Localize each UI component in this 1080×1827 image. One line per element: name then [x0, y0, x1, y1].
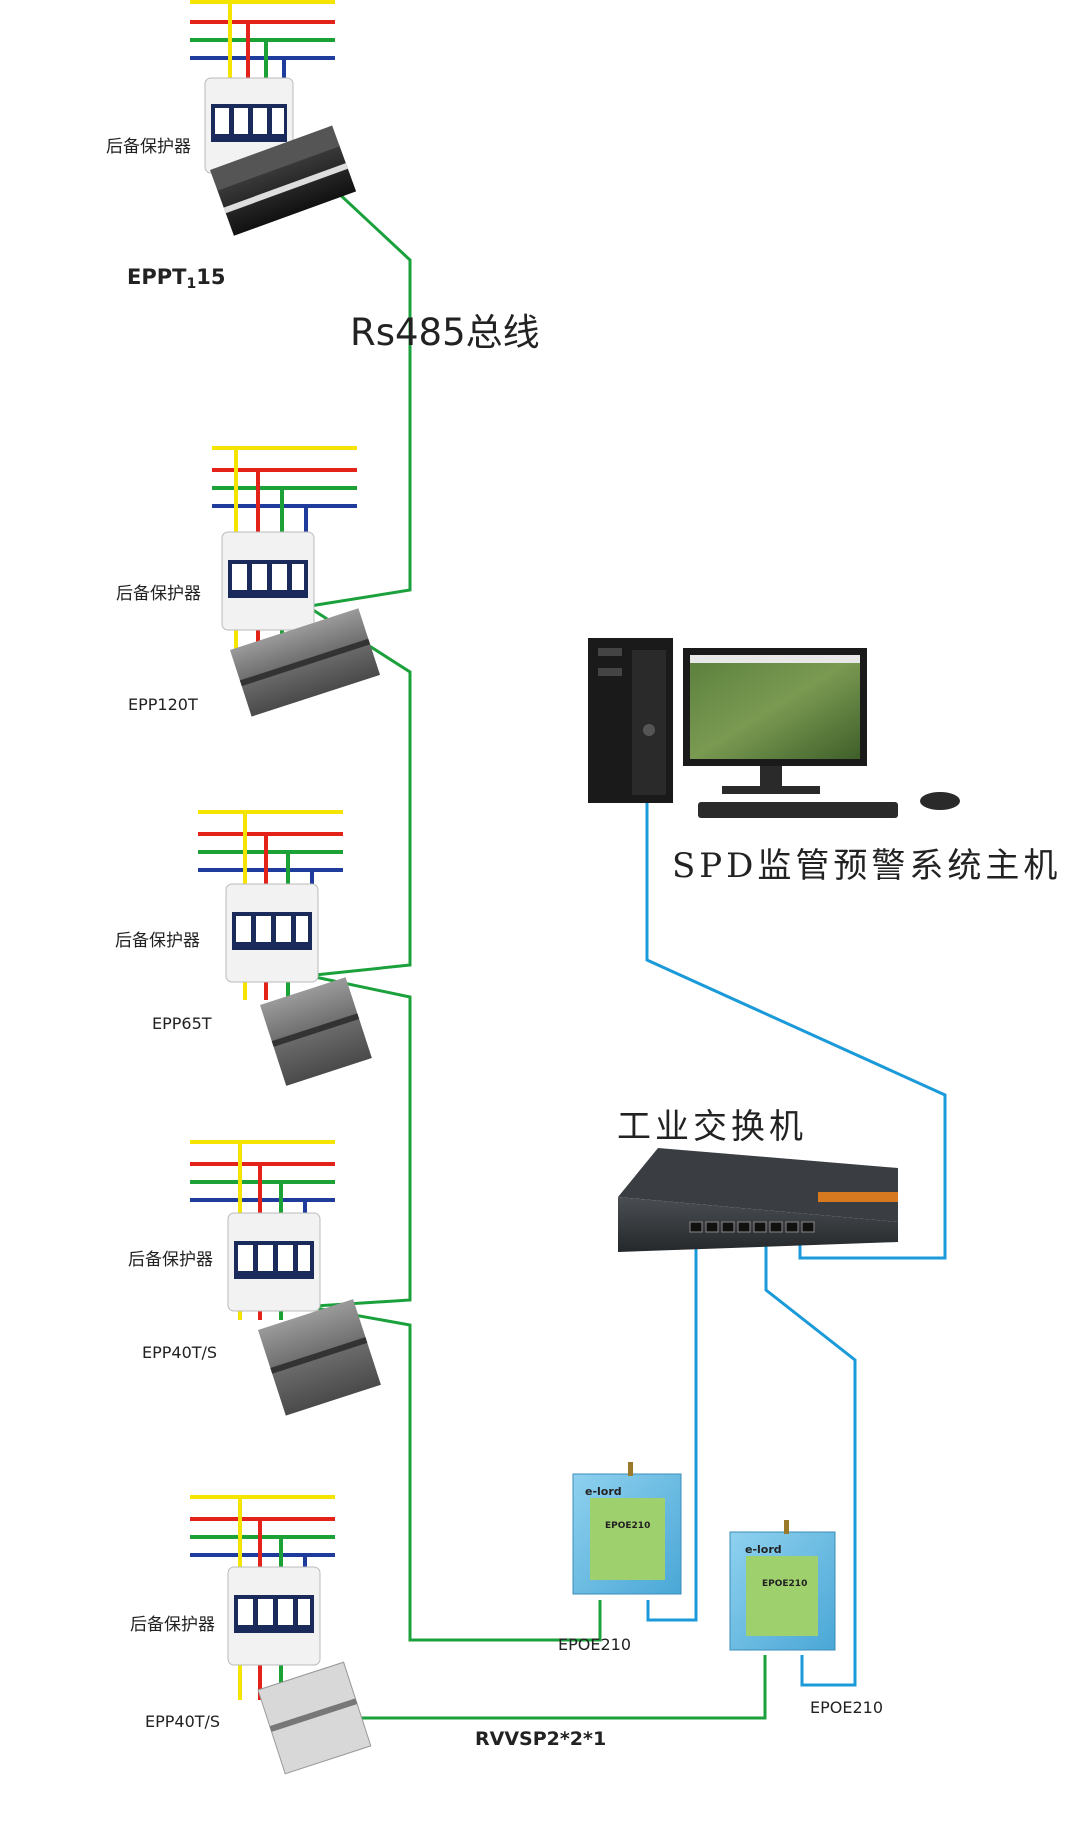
- switch-label: 工业交换机: [617, 1107, 807, 1147]
- breaker-label: 后备保护器: [115, 931, 200, 951]
- breaker-label: 后备保护器: [128, 1250, 213, 1270]
- station-3: 后备保护器 EPP65T: [115, 810, 372, 1086]
- computer-icon: [588, 638, 673, 803]
- surge-protector-icon: [260, 977, 372, 1086]
- breaker-icon: [227, 1566, 321, 1666]
- host-label: SPD监管预警系统主机: [672, 846, 1061, 886]
- module-model: EPOE210: [605, 1521, 650, 1531]
- cable-label: RVVSP2*2*1: [475, 1728, 606, 1750]
- spd-model: EPP40T/S: [142, 1343, 217, 1362]
- breaker-label: 后备保护器: [130, 1615, 215, 1635]
- ethernet-wires: [645, 790, 947, 1687]
- station-5: 后备保护器 EPP40T/S: [130, 1495, 372, 1775]
- module-icon: e-lord EPOE210: [572, 1462, 682, 1595]
- station-4: 后备保护器 EPP40T/S: [128, 1140, 381, 1416]
- breaker-icon: [227, 1212, 321, 1312]
- module-model: EPOE210: [762, 1579, 807, 1589]
- spd-model: EPP120T: [128, 695, 198, 714]
- monitor-icon: [683, 648, 960, 818]
- station-1: 后备保护器 EPPT115: [106, 0, 357, 292]
- surge-protector-icon: [258, 1299, 381, 1416]
- module-icon: e-lord EPOE210: [729, 1520, 836, 1651]
- spd-model-sub: 1: [186, 276, 196, 292]
- epoe-label-2: EPOE210: [810, 1698, 883, 1717]
- breaker-icon: [225, 883, 319, 983]
- module-brand: e-lord: [585, 1485, 622, 1498]
- spd-model-prefix: EPPT: [127, 265, 187, 289]
- station-2: 后备保护器 EPP120T: [116, 446, 381, 717]
- breaker-icon: [221, 531, 315, 631]
- epoe-label-1: EPOE210: [558, 1635, 631, 1654]
- spd-model: EPP40T/S: [145, 1712, 220, 1731]
- surge-protector-icon: [210, 125, 357, 236]
- surge-protector-icon: [230, 608, 381, 717]
- module-brand: e-lord: [745, 1543, 782, 1556]
- spd-model-suffix: 15: [196, 265, 225, 289]
- breaker-label: 后备保护器: [116, 584, 201, 604]
- breaker-label: 后备保护器: [106, 137, 191, 157]
- rs485-bus-label: Rs485总线: [350, 311, 540, 354]
- spd-model: EPP65T: [152, 1014, 212, 1033]
- surge-protector-icon: [257, 1661, 372, 1775]
- switch-icon: [618, 1148, 898, 1252]
- spd-model: EPPT115: [127, 265, 225, 292]
